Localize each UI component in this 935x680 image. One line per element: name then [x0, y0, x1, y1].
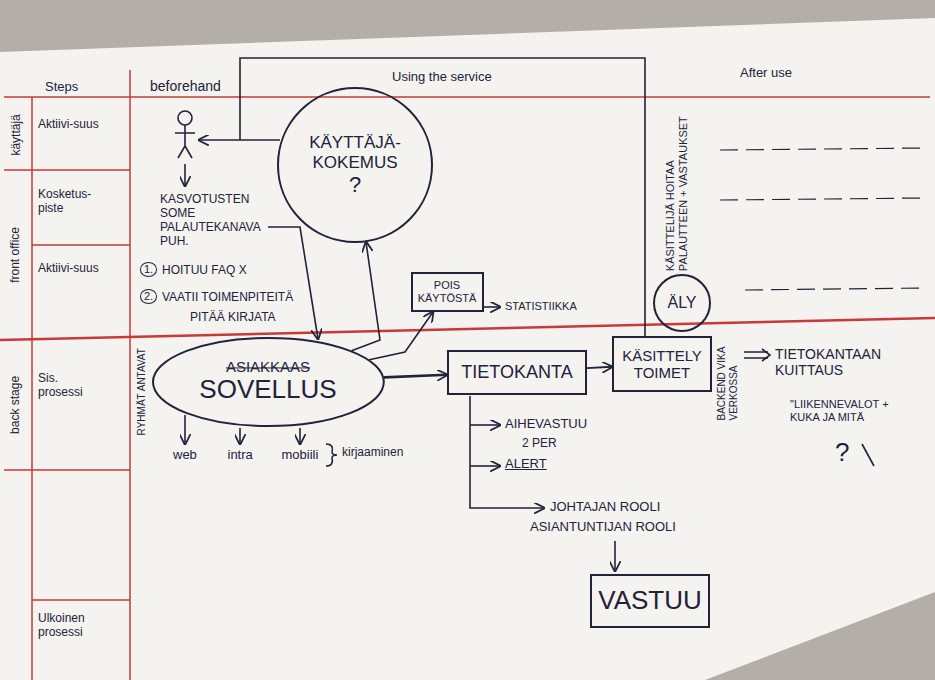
column-header: After use	[740, 66, 792, 81]
experience-circle: KÄYTTÄJÄ- KOKEMUS?	[277, 87, 433, 243]
process-box: POIS KÄYTÖSTÄ	[411, 272, 484, 312]
line-of-visibility	[0, 318, 935, 340]
user-figure	[175, 125, 195, 158]
row-label: Ulkoinen prosessi	[38, 612, 100, 640]
node-content: KÄSITTELY TOIMET	[618, 347, 706, 382]
column-header: beforehand	[150, 78, 221, 94]
flow-arrow	[299, 428, 301, 444]
grid-line	[4, 169, 130, 171]
note: ALERT	[505, 457, 547, 472]
step-note: HOITUU FAQ X	[162, 264, 247, 278]
row-label: Sis. prosessi	[38, 372, 100, 400]
user-figure	[178, 111, 192, 125]
note: kirjaaminen	[342, 446, 403, 460]
circle-outline	[654, 275, 710, 331]
node-text: KÄSITTELY TOIMET	[618, 347, 706, 382]
node-text: POIS KÄYTÖSTÄ	[417, 279, 478, 304]
flow-arrow	[470, 424, 500, 426]
flow-arrow	[184, 164, 186, 186]
flow-arrow	[470, 465, 500, 467]
connector-arrow	[384, 375, 447, 378]
note: BACKEND VIKA VERKOSSA	[716, 330, 739, 420]
row-dash	[720, 198, 925, 200]
note: "LIIKENNEVALOT + KUKA JA MITÄ	[790, 398, 920, 423]
database-box: TIETOKANTA	[447, 350, 587, 395]
grid-line	[31, 97, 33, 680]
application-ellipse: ASIAKKAASSOVELLUS	[152, 337, 385, 427]
node-content: POIS KÄYTÖSTÄ	[417, 279, 478, 304]
note: KÄSITTELIJÄ HOITAA PALAUTTEEN + VASTAUKS…	[663, 106, 688, 271]
grid-line	[129, 70, 131, 680]
row-dash	[745, 288, 925, 290]
responsibility-box: VASTUU	[590, 574, 710, 628]
grid-line	[32, 244, 130, 246]
group-label: käyttäjä	[9, 114, 23, 155]
node-content: TIETOKANTA	[453, 362, 581, 383]
node-content: KÄYTTÄJÄ- KOKEMUS?	[303, 133, 407, 197]
group-label: back stage	[9, 376, 23, 434]
note: RYHMÄT ANTAVAT	[135, 348, 147, 435]
node-text: ÄLY	[667, 294, 696, 312]
circle-outline	[278, 88, 432, 242]
grid-line	[4, 469, 130, 471]
node-text: ASIAKKAAS	[226, 358, 310, 375]
column-header: Using the service	[392, 70, 492, 85]
question-mark: ?	[835, 438, 849, 468]
flow-arrow	[744, 352, 768, 358]
callout-number: 2.	[140, 289, 157, 304]
process-box: KÄSITTELY TOIMET	[612, 336, 712, 392]
group-label: front office	[9, 227, 23, 283]
connector-arrow	[352, 242, 380, 350]
node-content: ASIAKKAASSOVELLUS	[188, 358, 348, 405]
node-text: SOVELLUS	[199, 376, 336, 406]
note: PITÄÄ KIRJATA	[190, 311, 276, 325]
row-dash	[720, 148, 925, 150]
brace	[326, 444, 337, 466]
node-content: VASTUU	[596, 586, 704, 616]
flow-arrow	[239, 428, 241, 444]
step-note: VAATII TOIMENPITEITÄ	[162, 291, 293, 305]
flow-arrow	[484, 306, 500, 308]
paper-sheet	[0, 18, 935, 680]
connector-arrow	[369, 312, 433, 360]
connector-arrow	[587, 367, 612, 368]
channel-label: web	[173, 448, 197, 463]
node-text: VASTUU	[598, 586, 702, 616]
node-text: TIETOKANTA	[461, 362, 572, 383]
intelligence-circle: ÄLY	[653, 274, 711, 332]
channel-label: intra	[228, 448, 253, 463]
grid-line	[4, 96, 930, 98]
note: TIETOKANTAAN KUITTAUS	[775, 346, 905, 378]
note: AIHEVASTUU	[505, 417, 587, 432]
node-content: ÄLY	[665, 294, 698, 312]
flow-arrow	[470, 396, 544, 508]
node-text: ?	[349, 172, 361, 197]
flow-arrow	[614, 541, 616, 571]
callout-number: 1.	[140, 262, 157, 277]
note: 2 PER	[522, 437, 557, 451]
node-text: KÄYTTÄJÄ- KOKEMUS	[303, 133, 407, 172]
note: STATISTIIKKA	[505, 300, 577, 313]
flow-arrow	[184, 415, 186, 444]
channel-label: mobiili	[282, 448, 319, 463]
row-label: Aktiivi-suus	[38, 262, 100, 276]
pen-stroke	[862, 444, 874, 466]
feedback-line	[240, 58, 645, 336]
row-label: Kosketus-piste	[38, 188, 100, 216]
ellipse-outline	[153, 338, 384, 426]
role-label: JOHTAJAN ROOLI	[550, 500, 660, 515]
row-label: Aktiivi-suus	[38, 118, 100, 132]
column-header: Steps	[45, 80, 78, 95]
grid-line	[32, 599, 130, 601]
role-label: ASIANTUNTIJAN ROOLI	[530, 520, 676, 535]
arrow-head	[762, 349, 770, 361]
touchpoint-note: KASVOTUSTEN SOME PALAUTEKANAVA PUH.	[160, 192, 260, 248]
